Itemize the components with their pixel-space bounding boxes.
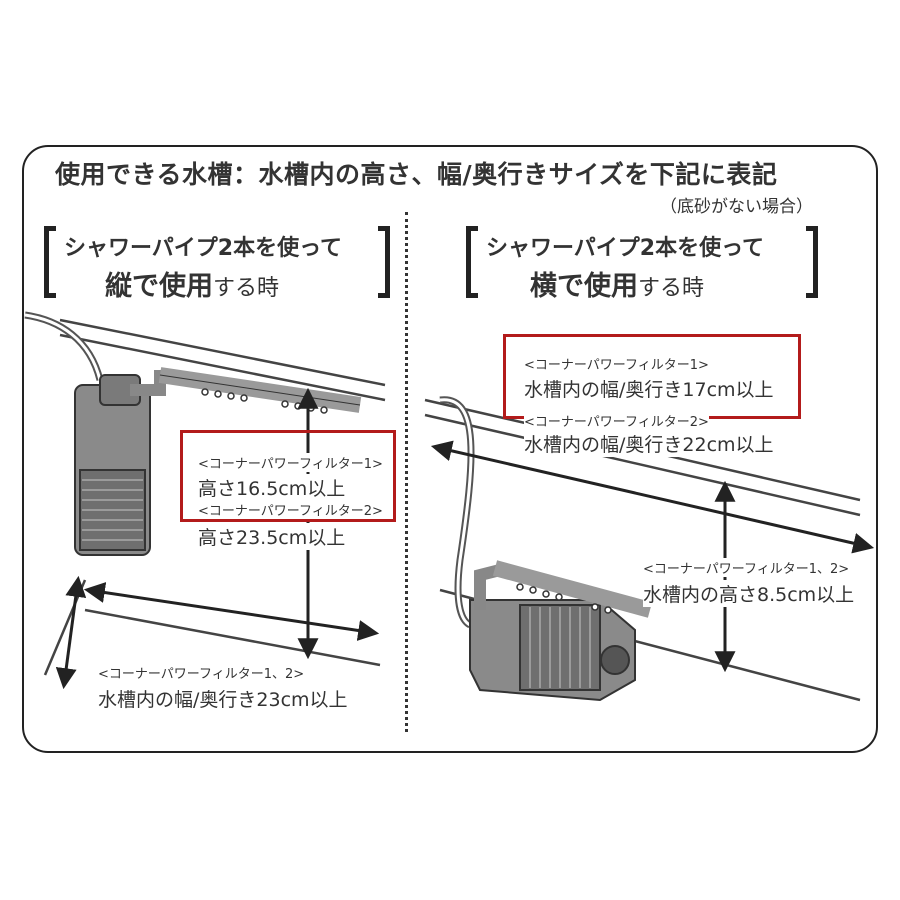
- left-bracket-close: [378, 226, 390, 298]
- left-filter2-value: 高さ23.5cm以上: [198, 523, 346, 550]
- right-filter1-value: 水槽内の幅/奥行き17cm以上: [524, 375, 774, 402]
- left-width-arrow: [83, 582, 380, 641]
- right-both-label: <コーナーパワーフィルター1、2>: [643, 558, 850, 577]
- left-shower-pipe: [130, 367, 362, 414]
- right-filter2-label: <コーナーパワーフィルター2>: [524, 411, 709, 430]
- page-title: 使用できる水槽：水槽内の高さ、幅/奥行きサイズを下記に表記: [55, 160, 778, 189]
- left-bracket-open: [44, 226, 56, 298]
- left-both-value: 水槽内の幅/奥行き23cm以上: [98, 685, 348, 712]
- column-divider: [405, 212, 408, 732]
- left-filter2-label: <コーナーパワーフィルター2>: [198, 500, 383, 519]
- right-width-arrow: [430, 440, 875, 554]
- right-filter1-label: <コーナーパワーフィルター1>: [524, 354, 709, 373]
- left-highlight-box: [180, 430, 396, 522]
- left-depth-arrow: [55, 575, 87, 690]
- left-heading-line1: シャワーパイプ2本を使って: [64, 236, 342, 261]
- right-heading-line2: 横で使用する時: [530, 264, 704, 303]
- left-heading-bold: 縦で使用: [105, 271, 213, 302]
- right-bracket-open: [466, 226, 478, 298]
- left-filter1-label: <コーナーパワーフィルター1>: [198, 453, 383, 472]
- right-heading-line1: シャワーパイプ2本を使って: [486, 236, 764, 261]
- right-heading-bold: 横で使用: [530, 271, 638, 302]
- right-bracket-close: [806, 226, 818, 298]
- left-heading-rest: する時: [213, 276, 280, 301]
- right-filter-unit: [469, 599, 636, 702]
- left-filter1-value: 高さ16.5cm以上: [198, 474, 346, 501]
- right-filter2-value: 水槽内の幅/奥行き22cm以上: [524, 430, 774, 457]
- condition-note: （底砂がない場合）: [660, 197, 813, 217]
- right-shower-pipe: [474, 560, 653, 618]
- left-both-label: <コーナーパワーフィルター1、2>: [98, 663, 305, 682]
- left-filter-unit: [74, 374, 151, 556]
- right-both-value: 水槽内の高さ8.5cm以上: [643, 580, 855, 607]
- left-heading-line2: 縦で使用する時: [105, 264, 279, 303]
- right-heading-rest: する時: [638, 276, 705, 301]
